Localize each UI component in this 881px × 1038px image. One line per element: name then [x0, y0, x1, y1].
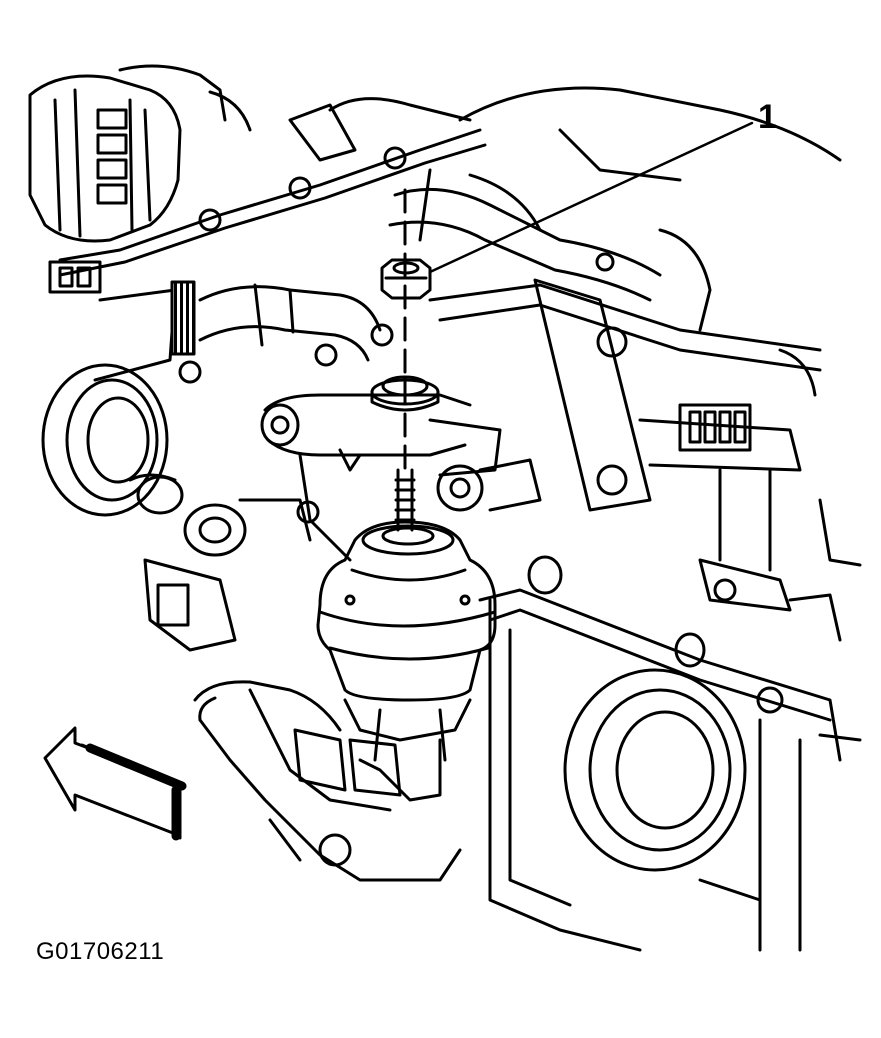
engine-block: [428, 86, 862, 642]
frame-cradle: [193, 680, 462, 882]
callout-1-label: 1: [758, 98, 777, 136]
wire-harness: [48, 97, 487, 294]
generator: [28, 64, 252, 243]
front-arrow-icon: [43, 726, 187, 841]
coolant-hoses: [198, 168, 712, 362]
callout-leader-line: [428, 121, 754, 274]
engine-mount: [316, 468, 497, 762]
engine-mount-bracket: [178, 323, 542, 562]
oil-pan: [478, 555, 862, 952]
figure-id: G01706211: [36, 938, 165, 965]
accessory-pulleys: [41, 280, 247, 652]
